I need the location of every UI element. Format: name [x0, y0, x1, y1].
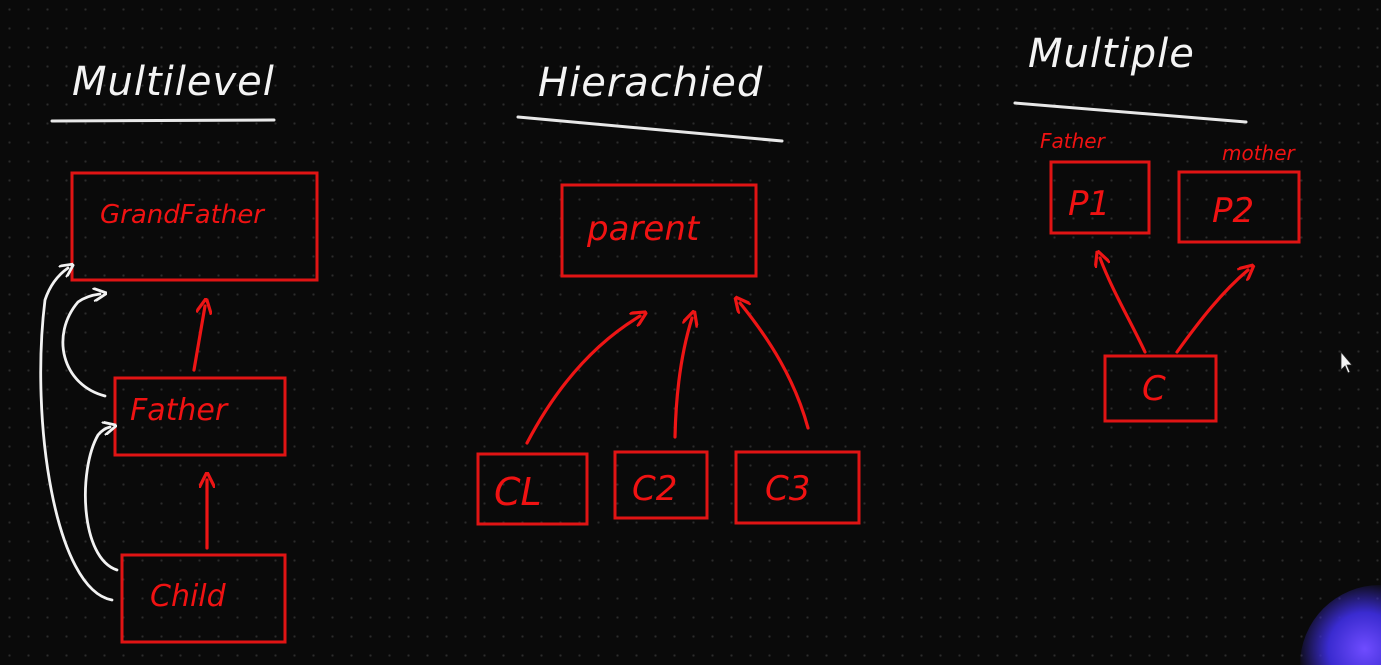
p2-box	[1177, 170, 1301, 244]
c3-label: C3	[765, 469, 810, 509]
hierarchical-heading: Hierachied	[538, 60, 763, 106]
c3-to-parent-arrow	[740, 303, 810, 430]
c-to-p2-arrow	[1175, 270, 1248, 354]
c-box	[1103, 354, 1218, 423]
c1-to-parent-arrow	[525, 316, 640, 445]
c1-label: CL	[494, 470, 542, 514]
c2-box	[613, 450, 709, 520]
c1-box	[476, 452, 589, 526]
p2-label: P2	[1212, 191, 1254, 231]
child-label: Child	[150, 579, 227, 614]
father-box	[113, 376, 287, 457]
p1-box	[1049, 160, 1151, 235]
mouse-cursor-icon	[1340, 350, 1353, 374]
father-label: Father	[130, 393, 229, 428]
father-to-grandfather-arrow	[192, 306, 205, 372]
child-to-grandfather-curve-arrow	[39, 268, 114, 602]
grandfather-label: GrandFather	[100, 200, 266, 230]
multilevel-heading: Multilevel	[72, 59, 275, 105]
multilevel-underline	[50, 118, 276, 123]
father-tag: Father	[1040, 129, 1107, 153]
c-label: C	[1142, 369, 1166, 409]
father-to-grandfather-curve-arrow	[61, 294, 105, 398]
child-to-father-curve-arrow	[84, 427, 117, 572]
c2-label: C2	[632, 469, 677, 509]
parent-box	[560, 183, 758, 278]
mother-tag: mother	[1222, 141, 1297, 165]
c-to-p1-arrow	[1100, 258, 1147, 354]
multiple-underline	[1013, 101, 1248, 124]
hierarchical-underline	[516, 115, 784, 143]
parent-label: parent	[586, 209, 701, 249]
grandfather-box	[70, 171, 319, 282]
p1-label: P1	[1068, 184, 1110, 224]
c2-to-parent-arrow	[673, 318, 692, 439]
child-box	[120, 553, 287, 644]
multiple-heading: Multiple	[1028, 31, 1195, 77]
c3-box	[734, 450, 861, 525]
